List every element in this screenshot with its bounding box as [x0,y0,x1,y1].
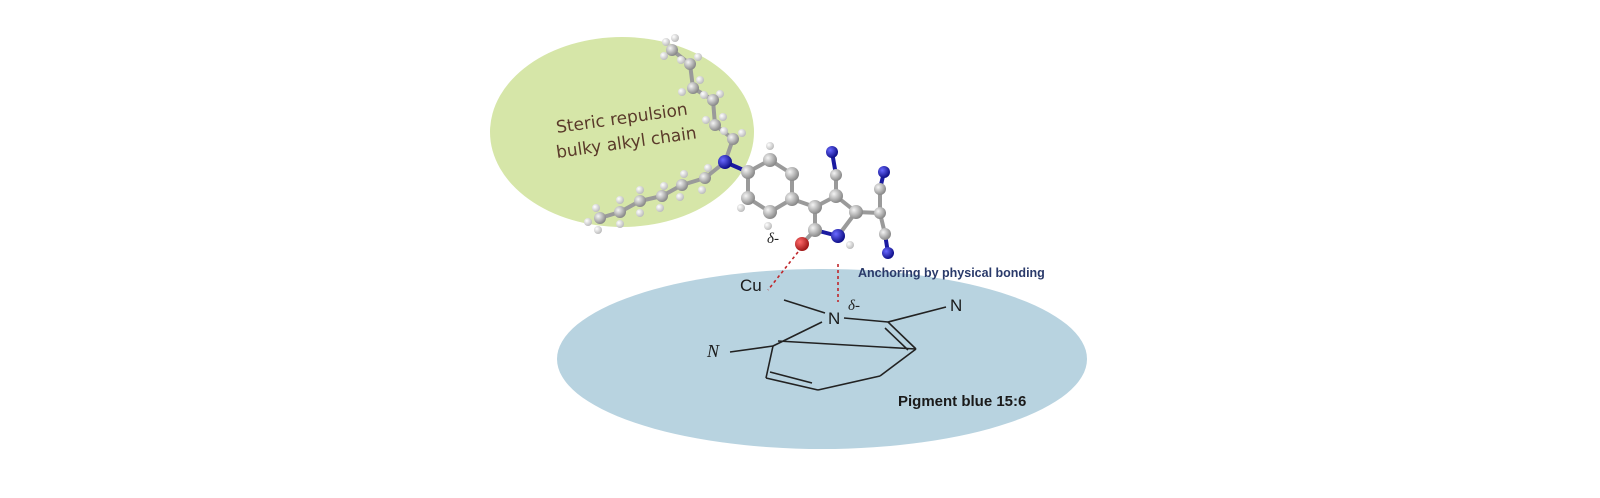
cu-label: Cu [740,276,762,295]
n-center-label: N [828,309,840,328]
carbon-atoms [594,44,891,240]
dispersant-molecule [584,34,894,259]
n-left-label: N [706,341,720,361]
pigment-surface-region [557,269,1087,449]
delta-label-oxygen: δ- [767,231,779,247]
pigment-skeletal-structure [729,299,947,391]
pigment-label: Pigment blue 15:6 [898,393,1026,410]
delta-label-n: δ- [848,298,860,314]
n-right-label: N [950,296,962,315]
hydrogen-atoms [584,34,854,249]
nitrogen-atoms [718,146,894,259]
anchoring-label: Anchoring by physical bonding [858,266,1045,280]
cu-o-interaction-line [767,251,799,291]
oxygen-atom [795,237,809,251]
steric-region [490,37,754,227]
